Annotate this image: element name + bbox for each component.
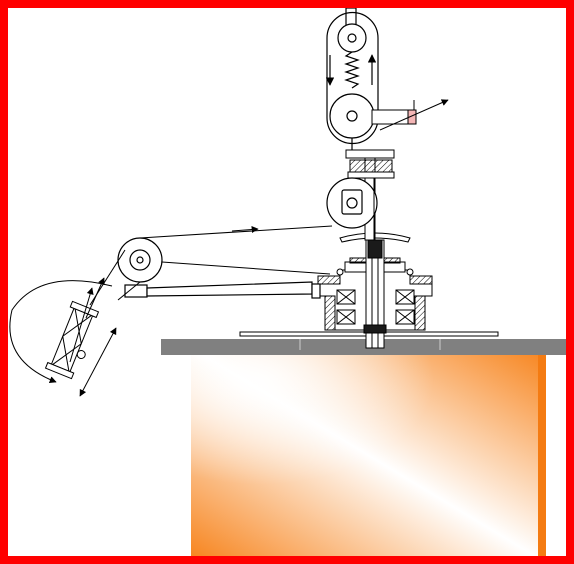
spindle-shaft [363,239,387,349]
spring-icon [344,51,360,89]
tilted-spool [9,249,141,397]
bearing-left-icon [336,289,356,325]
thread-path [139,178,375,275]
left-pulley-assembly [117,237,321,299]
sensor-icon [407,109,417,125]
machine-body-shadow [538,353,546,558]
bearing-right-icon [395,289,415,325]
machine-body-glow [191,348,538,558]
sensor-arm [371,99,449,131]
base-plate [161,339,566,355]
guide-roller [326,177,378,229]
machine-body [191,348,546,558]
base-plate-bar [161,339,566,355]
upper-assembly [325,7,379,150]
